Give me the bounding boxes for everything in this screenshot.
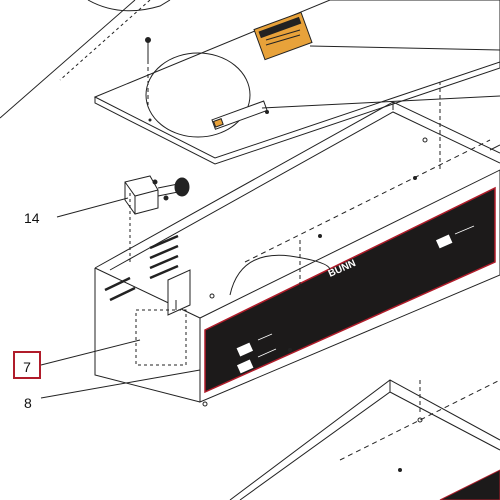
callout-8: 8 bbox=[24, 395, 32, 411]
leader-8 bbox=[40, 369, 201, 399]
callout-7: 7 bbox=[23, 359, 31, 375]
callout-14: 14 bbox=[24, 210, 40, 226]
front-panel-label bbox=[204, 186, 496, 394]
housing-box: BUNN bbox=[94, 101, 500, 407]
lower-front-label bbox=[439, 469, 500, 500]
leader-14 bbox=[56, 197, 129, 218]
warning-strip-icon bbox=[211, 100, 268, 130]
cover-opening bbox=[145, 52, 251, 138]
callout-7-highlight[interactable]: 7 bbox=[13, 351, 41, 379]
guide-line-top-left bbox=[0, 0, 136, 119]
top-round-part bbox=[87, 0, 171, 12]
warning-label-icon bbox=[253, 11, 313, 61]
timer-switch-icon bbox=[124, 175, 190, 215]
top-cover-plate bbox=[93, 0, 500, 165]
leader-7 bbox=[40, 339, 141, 366]
lower-housing bbox=[229, 379, 500, 500]
